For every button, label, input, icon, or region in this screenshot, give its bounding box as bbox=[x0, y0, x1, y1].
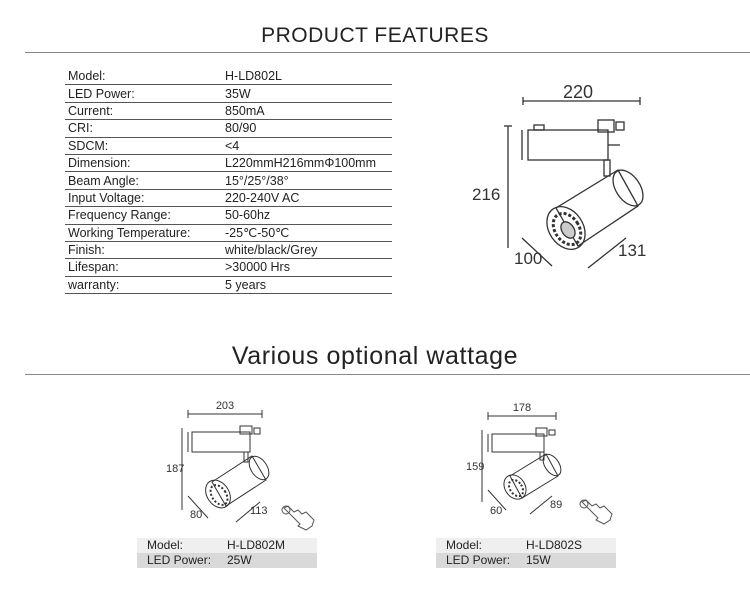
spec-row-frequency: Frequency Range:50-60hz bbox=[65, 206, 392, 225]
spec-row-input-voltage: Input Voltage:220-240V AC bbox=[65, 189, 392, 208]
dim-length: 178 bbox=[513, 402, 531, 414]
spec-value: 50-60hz bbox=[222, 206, 392, 225]
spec-value: >30000 Hrs bbox=[222, 258, 392, 277]
dim-depth: 89 bbox=[550, 499, 562, 511]
section-divider bbox=[25, 374, 750, 375]
spec-label: Dimension: bbox=[65, 154, 222, 173]
main-product-diagram: 220 216 100 131 bbox=[472, 82, 646, 269]
variant-value: H-LD802M bbox=[217, 538, 317, 553]
spec-table: Model:H-LD802L LED Power:35W Current:850… bbox=[65, 68, 392, 295]
hand-pointer-icon bbox=[281, 505, 315, 531]
spec-row-dimension: Dimension:L220mmH216mmΦ100mm bbox=[65, 154, 392, 173]
spec-row-beam-angle: Beam Angle:15°/25°/38° bbox=[65, 171, 392, 190]
variant-m-table: Model:H-LD802M LED Power:25W bbox=[137, 538, 317, 568]
spec-value: 35W bbox=[222, 84, 392, 103]
spec-value: -25℃-50℃ bbox=[222, 224, 392, 242]
section-title: Various optional wattage bbox=[231, 342, 519, 370]
variant-m-diagram: 203 187 80 113 bbox=[166, 400, 315, 531]
dim-height: 187 bbox=[166, 463, 184, 475]
spec-label: CRI: bbox=[65, 119, 222, 138]
variant-value: 15W bbox=[516, 553, 616, 568]
dim-depth: 131 bbox=[618, 241, 646, 260]
spec-label: Beam Angle: bbox=[65, 171, 222, 190]
spec-row-sdcm: SDCM:<4 bbox=[65, 137, 392, 155]
hand-pointer-icon bbox=[579, 499, 613, 525]
spec-value: 80/90 bbox=[222, 119, 392, 138]
spec-label: Current: bbox=[65, 102, 222, 121]
spec-label: Lifespan: bbox=[65, 258, 222, 277]
spec-value: 5 years bbox=[222, 276, 392, 295]
dim-length: 203 bbox=[216, 400, 234, 412]
variant-row-model: Model:H-LD802M bbox=[137, 538, 317, 553]
spec-label: Input Voltage: bbox=[65, 189, 222, 208]
variant-label: Model: bbox=[436, 538, 516, 553]
dim-diameter: 80 bbox=[190, 509, 202, 521]
variant-row-power: LED Power:25W bbox=[137, 553, 317, 568]
spec-label: Frequency Range: bbox=[65, 206, 222, 225]
spec-value: white/black/Grey bbox=[222, 241, 392, 260]
spec-row-working-temperature: Working Temperature:-25℃-50℃ bbox=[65, 224, 392, 242]
page-title: PRODUCT FEATURES bbox=[261, 24, 489, 47]
variant-value: 25W bbox=[217, 553, 317, 568]
spec-row-finish: Finish:white/black/Grey bbox=[65, 241, 392, 260]
variant-s-table: Model:H-LD802S LED Power:15W bbox=[436, 538, 616, 568]
dim-length: 220 bbox=[563, 82, 593, 102]
spec-label: LED Power: bbox=[65, 84, 222, 103]
spec-row-warranty: warranty:5 years bbox=[65, 276, 392, 295]
spec-value: L220mmH216mmΦ100mm bbox=[222, 154, 392, 173]
spec-label: Working Temperature: bbox=[65, 224, 222, 242]
dim-depth: 113 bbox=[250, 505, 268, 517]
spec-label: Finish: bbox=[65, 241, 222, 260]
spec-value: 15°/25°/38° bbox=[222, 171, 392, 190]
spec-label: Model: bbox=[65, 68, 222, 86]
spec-label: warranty: bbox=[65, 276, 222, 295]
dim-diameter: 60 bbox=[490, 505, 502, 517]
spec-value: H-LD802L bbox=[222, 68, 392, 86]
spec-row-model: Model:H-LD802L bbox=[65, 68, 392, 86]
dim-height: 159 bbox=[466, 461, 484, 473]
dim-diameter: 100 bbox=[514, 249, 542, 268]
variant-row-model: Model:H-LD802S bbox=[436, 538, 616, 553]
variant-label: LED Power: bbox=[137, 553, 217, 568]
variant-row-power: LED Power:15W bbox=[436, 553, 616, 568]
title-divider bbox=[25, 52, 750, 53]
spec-row-cri: CRI:80/90 bbox=[65, 119, 392, 138]
dim-height: 216 bbox=[472, 185, 500, 204]
spec-row-led-power: LED Power:35W bbox=[65, 84, 392, 103]
variant-label: Model: bbox=[137, 538, 217, 553]
spec-row-lifespan: Lifespan:>30000 Hrs bbox=[65, 258, 392, 277]
spec-value: 850mA bbox=[222, 102, 392, 121]
spec-label: SDCM: bbox=[65, 137, 222, 155]
spec-value: <4 bbox=[222, 137, 392, 155]
variant-label: LED Power: bbox=[436, 553, 516, 568]
spec-row-current: Current:850mA bbox=[65, 102, 392, 121]
spec-value: 220-240V AC bbox=[222, 189, 392, 208]
variant-value: H-LD802S bbox=[516, 538, 616, 553]
variant-s-diagram: 178 159 60 89 bbox=[466, 402, 613, 525]
